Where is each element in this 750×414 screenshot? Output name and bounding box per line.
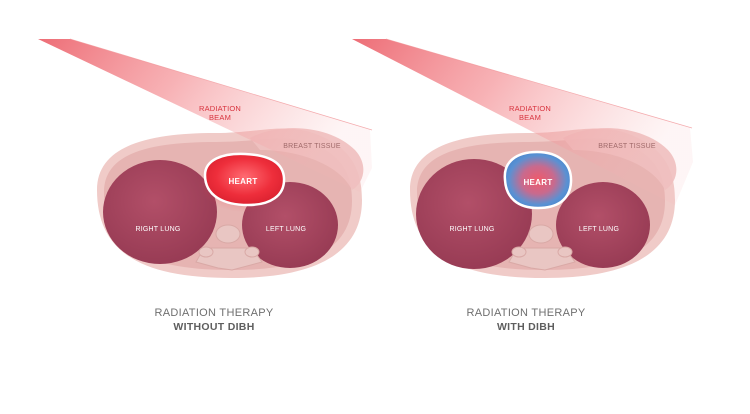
caption-line2: WITHOUT DIBH (173, 321, 255, 333)
caption-without-dibh: RADIATION THERAPY WITHOUT DIBH (94, 307, 334, 333)
heart (503, 150, 573, 210)
radiation-beam-upper-edge (385, 38, 693, 129)
left-lung-label: LEFT LUNG (266, 226, 306, 233)
heart (203, 152, 286, 207)
spine (195, 224, 263, 271)
caption-with-dibh: RADIATION THERAPY WITH DIBH (406, 307, 646, 333)
heart-label: HEART (228, 177, 257, 186)
right-lung-label: RIGHT LUNG (449, 226, 494, 233)
breast-tissue-label: BREAST TISSUE (598, 143, 656, 150)
beam-label-line2: BEAM (519, 113, 541, 122)
beam-label-line1: RADIATION (199, 104, 241, 113)
heart-label: HEART (523, 178, 552, 187)
right-lung (103, 160, 217, 264)
right-lung (416, 159, 532, 269)
right-lung-label: RIGHT LUNG (135, 226, 180, 233)
beam-label-line1: RADIATION (509, 104, 551, 113)
caption-line1: RADIATION THERAPY (154, 307, 274, 319)
caption-line2: WITH DIBH (496, 321, 556, 333)
panel-with-dibh: RADIATION BEAM BREAST TISSUE HEART RIGHT… (352, 38, 693, 278)
left-lung-label: LEFT LUNG (579, 226, 619, 233)
panel-without-dibh: RADIATION BEAM BREAST TISSUE HEART RIGHT… (38, 38, 373, 278)
left-lung (556, 182, 650, 268)
breast-tissue-label: BREAST TISSUE (283, 143, 341, 150)
spine (508, 224, 576, 271)
beam-label-line2: BEAM (209, 113, 231, 122)
radiation-beam (38, 39, 372, 192)
radiation-beam-upper-edge (69, 38, 373, 131)
caption-line1: RADIATION THERAPY (466, 307, 586, 319)
radiation-beam (352, 39, 693, 205)
